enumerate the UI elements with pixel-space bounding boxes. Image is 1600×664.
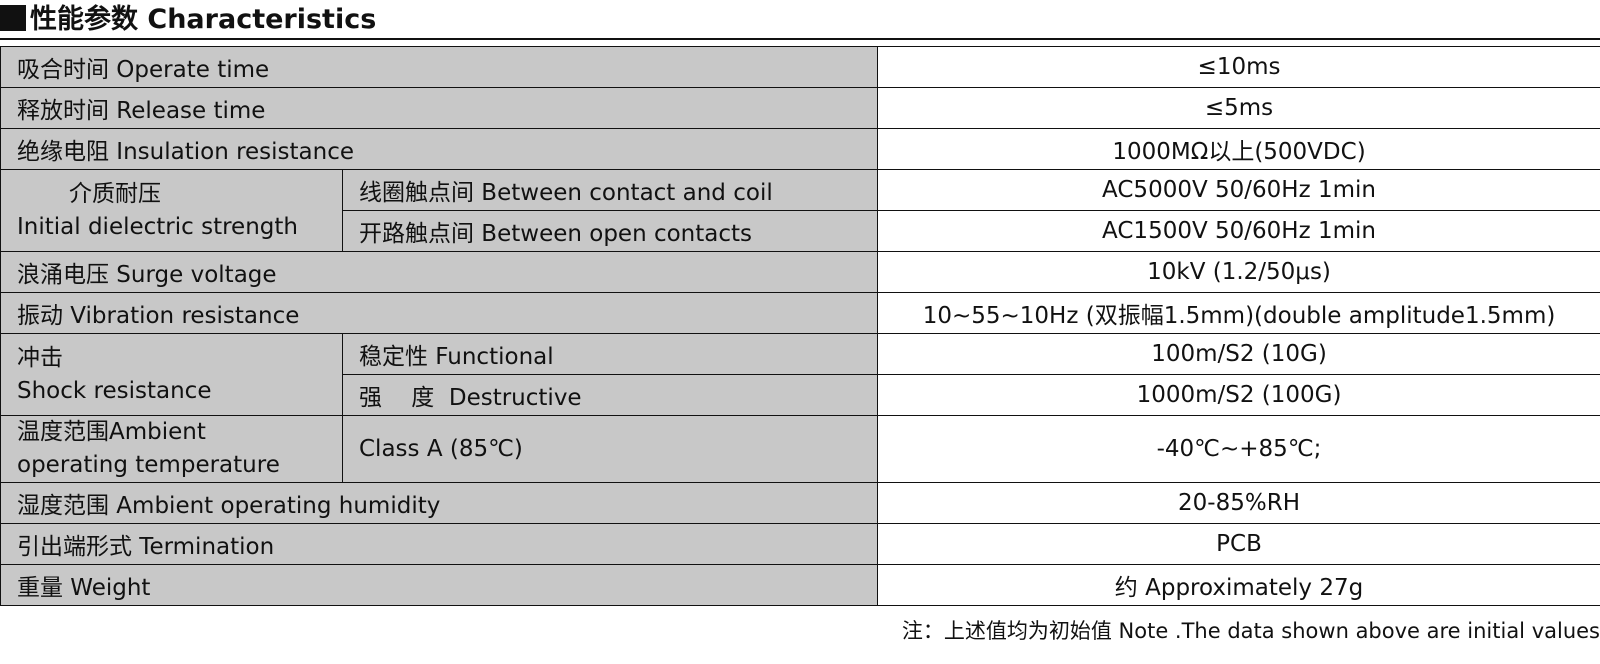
vibration-label: 振动 Vibration resistance	[0, 292, 879, 334]
shock-label-cn: 冲击	[17, 344, 63, 371]
section-title: 性能参数 Characteristics	[0, 2, 376, 38]
shock-destructive-value: 1000m/S2 (100G)	[877, 374, 1600, 416]
temperature-class-label: Class A (85℃)	[341, 415, 879, 483]
dielectric-label-en: Initial dielectric strength	[17, 213, 298, 240]
dielectric-label-cn: 介质耐压	[69, 180, 161, 207]
table-row: 引出端形式 Termination PCB	[0, 523, 1600, 565]
table-row: 振动 Vibration resistance 10~55~10Hz (双振幅1…	[0, 292, 1600, 334]
table-row: 介质耐压 Initial dielectric strength 线圈触点间 B…	[0, 169, 1600, 252]
insulation-value: 1000MΩ以上(500VDC)	[877, 128, 1600, 170]
temperature-value: -40℃~+85℃;	[877, 415, 1600, 483]
vibration-value: 10~55~10Hz (双振幅1.5mm)(double amplitude1.…	[877, 292, 1600, 334]
shock-destructive-label: 强 度 Destructive	[341, 374, 879, 416]
table-row: 释放时间 Release time ≤5ms	[0, 87, 1600, 129]
weight-label: 重量 Weight	[0, 564, 879, 606]
temperature-label: 温度范围Ambient operating temperature	[0, 415, 343, 483]
insulation-label: 绝缘电阻 Insulation resistance	[0, 128, 879, 170]
dielectric-label: 介质耐压 Initial dielectric strength	[0, 169, 343, 252]
termination-label: 引出端形式 Termination	[0, 523, 879, 565]
square-bullet-icon	[0, 5, 26, 31]
dielectric-coil-value: AC5000V 50/60Hz 1min	[877, 169, 1600, 211]
operate-time-value: ≤10ms	[877, 46, 1600, 88]
dielectric-open-label: 开路触点间 Between open contacts	[341, 210, 879, 252]
humidity-value: 20-85%RH	[877, 482, 1600, 524]
operate-time-label: 吸合时间 Operate time	[0, 46, 879, 88]
termination-value: PCB	[877, 523, 1600, 565]
title-rule	[0, 38, 1600, 40]
humidity-label: 湿度范围 Ambient operating humidity	[0, 482, 879, 524]
shock-label-en: Shock resistance	[17, 377, 212, 404]
table-row: 重量 Weight 约 Approximately 27g	[0, 564, 1600, 606]
shock-functional-label: 稳定性 Functional	[341, 333, 879, 375]
table-row: 浪涌电压 Surge voltage 10kV (1.2/50μs)	[0, 251, 1600, 293]
temperature-label-line1: 温度范围Ambient	[17, 419, 206, 445]
temperature-label-line2: operating temperature	[17, 452, 280, 478]
table-row: 绝缘电阻 Insulation resistance 1000MΩ以上(500V…	[0, 128, 1600, 170]
table-row: 冲击 Shock resistance 稳定性 Functional 100m/…	[0, 333, 1600, 416]
dielectric-coil-label: 线圈触点间 Between contact and coil	[341, 169, 879, 211]
release-time-value: ≤5ms	[877, 87, 1600, 129]
table-row: 温度范围Ambient operating temperature Class …	[0, 415, 1600, 483]
weight-value: 约 Approximately 27g	[877, 564, 1600, 606]
release-time-label: 释放时间 Release time	[0, 87, 879, 129]
shock-functional-value: 100m/S2 (10G)	[877, 333, 1600, 375]
section-title-text: 性能参数 Characteristics	[30, 4, 377, 35]
shock-label: 冲击 Shock resistance	[0, 333, 343, 416]
table-row: 湿度范围 Ambient operating humidity 20-85%RH	[0, 482, 1600, 524]
surge-value: 10kV (1.2/50μs)	[877, 251, 1600, 293]
footnote: 注：上述值均为初始值 Note .The data shown above ar…	[901, 619, 1600, 643]
table-row: 开路触点间 Between open contacts AC1500V 50/6…	[1, 210, 1600, 252]
characteristics-table: 吸合时间 Operate time ≤10ms 释放时间 Release tim…	[0, 46, 1600, 606]
surge-label: 浪涌电压 Surge voltage	[0, 251, 879, 293]
table-row: 吸合时间 Operate time ≤10ms	[0, 46, 1600, 88]
dielectric-open-value: AC1500V 50/60Hz 1min	[877, 210, 1600, 252]
